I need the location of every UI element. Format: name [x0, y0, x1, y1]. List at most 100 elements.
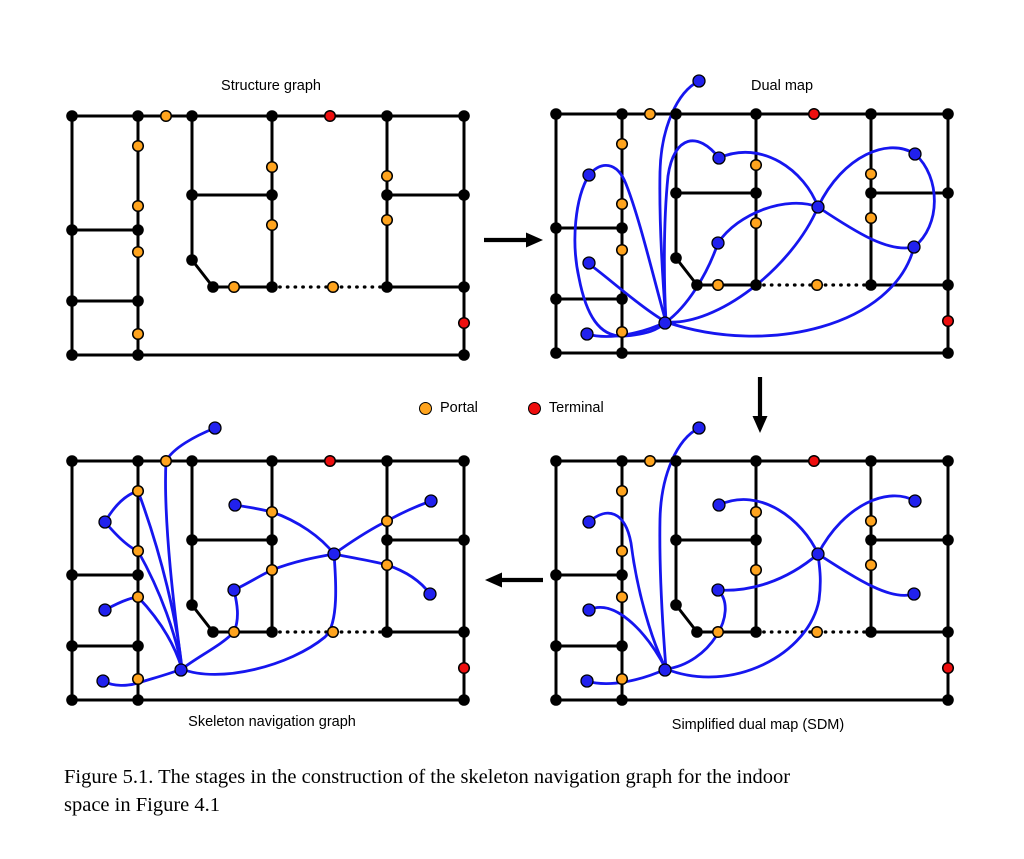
- corner-node: [691, 279, 703, 291]
- sdm-edge: [716, 552, 820, 592]
- corner-node: [381, 534, 393, 546]
- corner-node: [266, 455, 278, 467]
- room-node-room-g: [907, 587, 921, 601]
- sdm-edge: [816, 552, 916, 597]
- room-node-room-e: [711, 583, 725, 597]
- corner-node: [942, 455, 954, 467]
- caption-line-2: space in Figure 4.1: [64, 794, 220, 816]
- room-node-room-a: [98, 515, 112, 529]
- room-node-room-e: [227, 583, 241, 597]
- portal-node: [749, 158, 763, 172]
- portal-node: [131, 139, 145, 153]
- corner-node: [550, 108, 562, 120]
- panel-title-structure-graph: Structure graph: [221, 78, 321, 94]
- dual-edge: [716, 201, 820, 245]
- portal-node: [380, 213, 394, 227]
- corner-node: [865, 534, 877, 546]
- corner-node: [266, 281, 278, 293]
- corner-node: [132, 224, 144, 236]
- portal-node: [131, 672, 145, 686]
- corner-node: [186, 455, 198, 467]
- corner-node: [750, 108, 762, 120]
- legend-item-terminal: Terminal: [527, 400, 604, 416]
- portal-legend-label: Portal: [440, 400, 478, 416]
- room-node-room-a: [582, 168, 596, 182]
- panel-skeleton-navigation-graph: [66, 421, 471, 706]
- portal-node: [864, 558, 878, 572]
- corner-node: [66, 110, 78, 122]
- corner-node: [750, 279, 762, 291]
- portal-node: [265, 160, 279, 174]
- portal-node: [227, 280, 241, 294]
- dual-edge: [912, 152, 936, 249]
- skeleton-edge: [232, 552, 336, 592]
- corner-node: [66, 224, 78, 236]
- corner-node: [458, 281, 470, 293]
- room-node-room-b: [712, 498, 726, 512]
- portal-node: [615, 544, 629, 558]
- portal-node: [131, 484, 145, 498]
- corner-node: [616, 694, 628, 706]
- corner-node: [266, 110, 278, 122]
- corner-node: [942, 279, 954, 291]
- portal-node: [615, 590, 629, 604]
- portal-node: [131, 199, 145, 213]
- dual-edge: [662, 139, 721, 324]
- room-node-room-f: [582, 603, 596, 617]
- corner-node: [458, 110, 470, 122]
- corner-node: [550, 455, 562, 467]
- portal-node: [159, 109, 173, 123]
- corner-node: [942, 626, 954, 638]
- corner-node: [186, 599, 198, 611]
- corner-node: [66, 349, 78, 361]
- corner-node: [132, 569, 144, 581]
- portal-node: [227, 625, 241, 639]
- portal-node: [131, 327, 145, 341]
- sdm-edge: [658, 426, 701, 671]
- portal-node: [643, 107, 657, 121]
- corner-node: [381, 626, 393, 638]
- corner-node: [458, 349, 470, 361]
- portal-node: [380, 514, 394, 528]
- corner-node: [66, 640, 78, 652]
- corner-node: [616, 108, 628, 120]
- portal-node: [615, 672, 629, 686]
- corner-node: [865, 626, 877, 638]
- dual-edge: [816, 146, 917, 209]
- corner-node: [550, 347, 562, 359]
- portal-node: [711, 278, 725, 292]
- corner-node: [207, 626, 219, 638]
- corner-node: [132, 694, 144, 706]
- corner-node: [942, 694, 954, 706]
- room-node-outside-top: [692, 74, 706, 88]
- portal-node: [159, 454, 173, 468]
- portal-node: [615, 325, 629, 339]
- panel-title-skeleton-navigation-graph: Skeleton navigation graph: [188, 714, 356, 730]
- portal-node: [864, 167, 878, 181]
- room-node-corridor-hub: [658, 663, 672, 677]
- terminal-node: [457, 661, 471, 675]
- room-node-room-h: [580, 674, 594, 688]
- figure-caption: Figure 5.1. The stages in the constructi…: [64, 763, 970, 819]
- room-node-room-d: [327, 547, 341, 561]
- panel-title-dual-map: Dual map: [750, 78, 814, 94]
- arrow-left-icon: [485, 572, 502, 588]
- room-node-outside-top: [692, 421, 706, 435]
- portal-node: [749, 505, 763, 519]
- room-node-corridor-hub: [174, 663, 188, 677]
- panel-simplified-dual-map: [550, 421, 955, 706]
- room-node-room-h: [96, 674, 110, 688]
- sdm-edge: [816, 494, 917, 556]
- corner-node: [458, 534, 470, 546]
- portal-node: [131, 245, 145, 259]
- corner-node: [616, 640, 628, 652]
- terminal-node: [457, 316, 471, 330]
- corner-node: [381, 455, 393, 467]
- room-node-room-c: [908, 494, 922, 508]
- portal-node: [810, 278, 824, 292]
- skeleton-edge: [103, 489, 184, 671]
- corner-node: [942, 187, 954, 199]
- corner-node: [550, 222, 562, 234]
- caption-line-1: Figure 5.1. The stages in the constructi…: [64, 766, 791, 788]
